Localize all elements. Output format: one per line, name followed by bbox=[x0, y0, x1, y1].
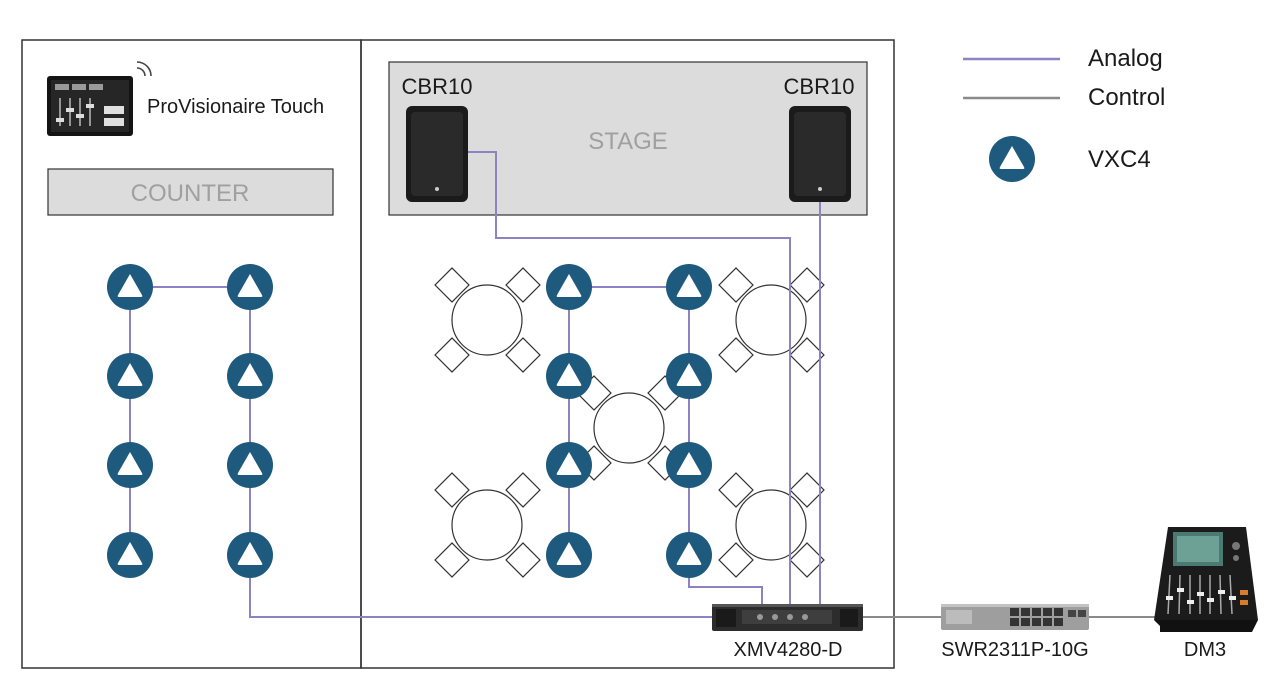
vxc4-icon bbox=[227, 532, 273, 578]
vxc4-icon bbox=[666, 532, 712, 578]
round-table-icon bbox=[735, 284, 807, 356]
vxc4-icon bbox=[107, 532, 153, 578]
vxc4-icon bbox=[546, 353, 592, 399]
round-table-icon bbox=[451, 284, 523, 356]
round-table-icon bbox=[593, 392, 665, 464]
table-top-right bbox=[718, 267, 825, 373]
table-group bbox=[434, 267, 825, 578]
vxc4-icon bbox=[107, 442, 153, 488]
vxc4-icon bbox=[546, 532, 592, 578]
right-room bbox=[360, 39, 895, 669]
round-table-icon bbox=[735, 489, 807, 561]
amplifier: XMV4280-D bbox=[712, 604, 863, 661]
mixer-label: DM3 bbox=[1184, 639, 1226, 661]
legend-control-label: Control bbox=[1088, 84, 1165, 111]
speaker-left-label: CBR10 bbox=[402, 74, 473, 99]
legend-vxc4-label: VXC4 bbox=[1088, 146, 1151, 173]
counter-zone bbox=[47, 168, 334, 216]
counter-label: COUNTER bbox=[131, 180, 250, 207]
vxc4-icon bbox=[666, 442, 712, 488]
vxc4-icon bbox=[546, 442, 592, 488]
provisionaire-touch: ProVisionaire Touch bbox=[47, 61, 324, 136]
stage-zone bbox=[388, 61, 868, 216]
vxc4-icon bbox=[107, 264, 153, 310]
switch-label: SWR2311P-10G bbox=[941, 639, 1088, 661]
speaker-right: CBR10 bbox=[784, 74, 855, 202]
legend: Analog Control VXC4 bbox=[963, 45, 1165, 182]
provisionaire-label: ProVisionaire Touch bbox=[147, 96, 324, 118]
vxc4-icon bbox=[227, 442, 273, 488]
speaker-right-label: CBR10 bbox=[784, 74, 855, 99]
speaker-icon bbox=[406, 106, 468, 202]
vxc4-icon bbox=[227, 353, 273, 399]
vxc4-icon bbox=[666, 264, 712, 310]
round-table-icon bbox=[451, 489, 523, 561]
table-bottom-right bbox=[718, 472, 825, 578]
speaker-left: CBR10 bbox=[402, 74, 473, 202]
table-center bbox=[576, 375, 683, 481]
vxc4-icon bbox=[107, 353, 153, 399]
legend-analog-label: Analog bbox=[1088, 45, 1163, 72]
vxc4-icon bbox=[666, 353, 712, 399]
stage-label: STAGE bbox=[588, 128, 668, 155]
wifi-icon bbox=[136, 61, 152, 77]
table-bottom-left bbox=[434, 472, 541, 578]
vxc4-icon bbox=[227, 264, 273, 310]
vxc4-icon bbox=[546, 264, 592, 310]
amplifier-label: XMV4280-D bbox=[734, 639, 843, 661]
speaker-icon bbox=[789, 106, 851, 202]
network-switch: SWR2311P-10G bbox=[941, 604, 1089, 661]
table-top-left bbox=[434, 267, 541, 373]
legend-vxc4-icon bbox=[989, 136, 1035, 182]
tablet-icon bbox=[47, 76, 133, 136]
mixer: DM3 bbox=[1154, 527, 1258, 661]
